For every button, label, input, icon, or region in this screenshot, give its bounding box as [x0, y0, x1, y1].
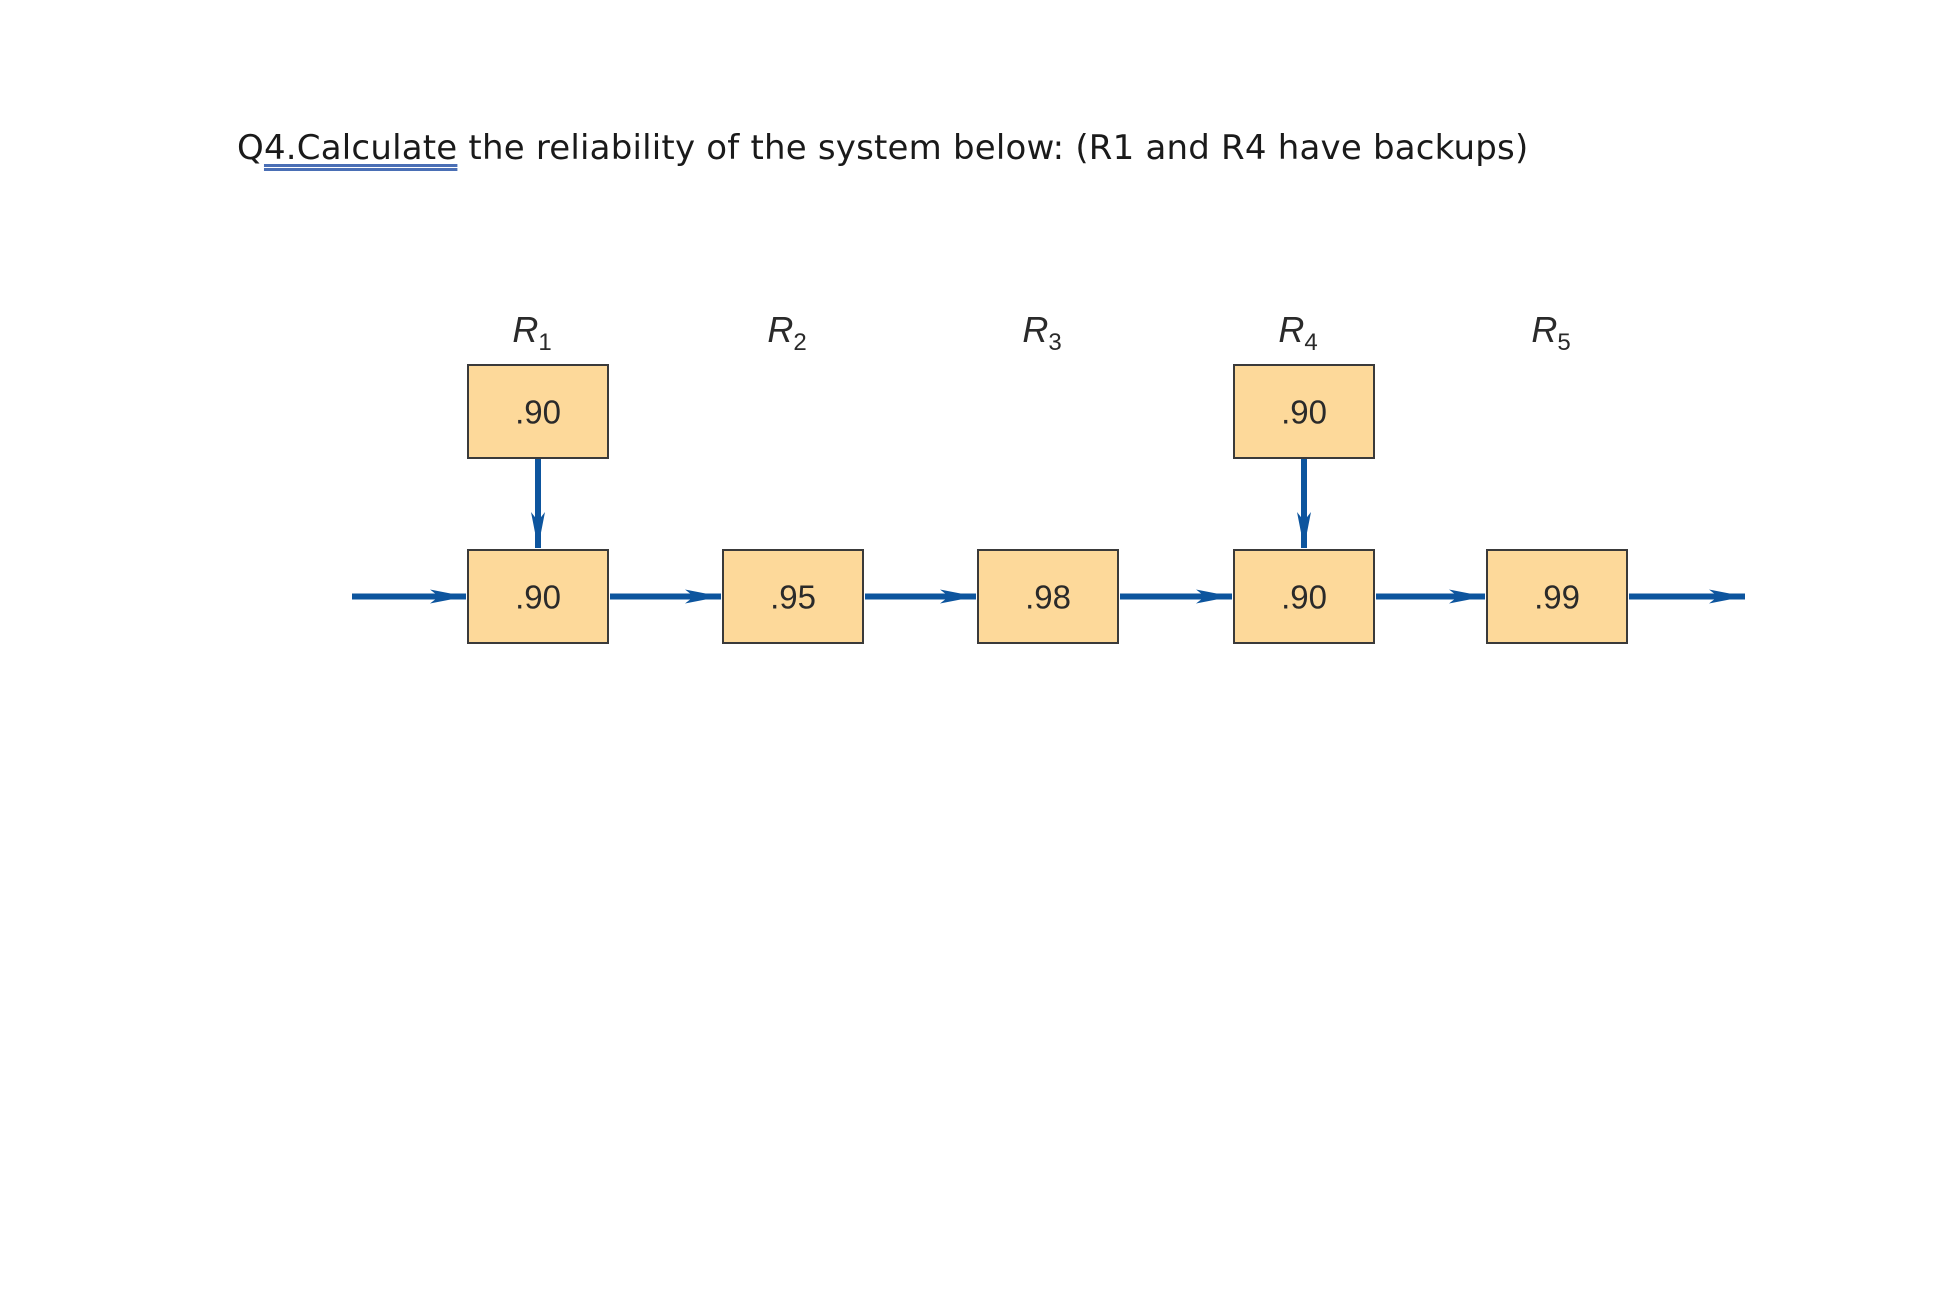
- labels-layer: R1 .90 .90 R2 .95 R3 .98 R4 .90 .90 R5 .99: [512, 309, 1580, 616]
- component-box-r4: [1233, 549, 1375, 644]
- component-label-r4: R4: [1278, 309, 1317, 356]
- question-text: Q4.Calculate the reliability of the syst…: [237, 128, 1528, 168]
- component-value-r5: .99: [1534, 579, 1580, 616]
- component-value-r2: .95: [770, 579, 816, 616]
- question-prefix: Q: [237, 128, 264, 168]
- question-link-text[interactable]: 4.Calculate: [263, 128, 458, 168]
- component-label-r1: R1: [512, 309, 551, 356]
- backup-box-r4: [1233, 364, 1375, 459]
- component-box-r1: [467, 549, 609, 644]
- backup-value-r4: .90: [1281, 394, 1327, 431]
- boxes-layer: [467, 364, 1628, 644]
- question-rest: the reliability of the system below: (R1…: [457, 128, 1529, 168]
- component-label-r2: R2: [767, 309, 806, 356]
- arrows-layer: [352, 458, 1745, 604]
- component-box-r5: [1486, 549, 1628, 644]
- component-value-r4: .90: [1281, 579, 1327, 616]
- component-label-r5: R5: [1531, 309, 1570, 356]
- component-box-r3: [977, 549, 1119, 644]
- component-value-r3: .98: [1025, 579, 1071, 616]
- backup-box-r1: [467, 364, 609, 459]
- component-box-r2: [722, 549, 864, 644]
- component-value-r1: .90: [515, 579, 561, 616]
- component-label-r3: R3: [1022, 309, 1061, 356]
- backup-value-r1: .90: [515, 394, 561, 431]
